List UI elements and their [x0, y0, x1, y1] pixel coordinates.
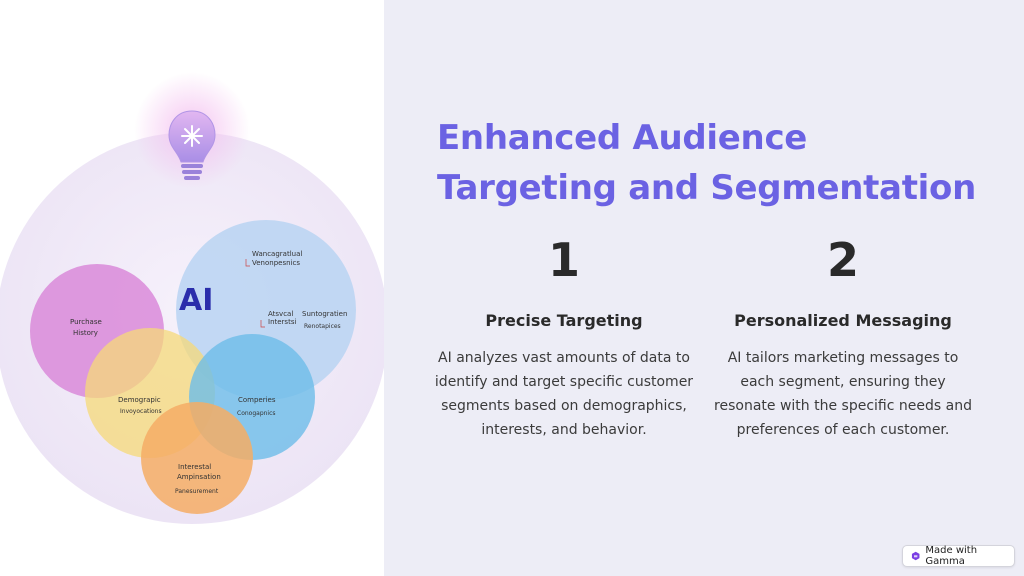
feature-column-2: 2 Personalized Messaging AI tailors mark… — [711, 232, 975, 442]
connector-mark-mid — [260, 320, 265, 328]
connector-mark-top — [245, 259, 250, 267]
label-demographic-2: Invoyocations — [120, 408, 162, 415]
label-companies-2: Conogapnics — [237, 410, 276, 417]
label-interest-3: Panesurement — [175, 488, 219, 495]
content-panel — [384, 0, 1024, 576]
label-companies-1: Comperies — [238, 396, 276, 404]
feature-number: 2 — [826, 233, 859, 287]
lightbulb-icon — [168, 110, 216, 180]
gamma-logo-icon — [911, 551, 920, 561]
venn-illustration: AI Wancagratlual Venonpesnics Atsvcal In… — [0, 72, 384, 524]
illustration-panel: AI Wancagratlual Venonpesnics Atsvcal In… — [0, 0, 384, 576]
made-with-gamma-badge[interactable]: Made with Gamma — [902, 545, 1015, 567]
label-top-2: Venonpesnics — [252, 259, 300, 267]
label-purchase-2: History — [73, 329, 98, 337]
slide-title: Enhanced Audience Targeting and Segmenta… — [437, 118, 976, 208]
label-mid-1: Atsvcal — [268, 310, 293, 318]
feature-description: AI analyzes vast amounts of data to iden… — [434, 350, 694, 438]
feature-column-1: 1 Precise Targeting AI analyzes vast amo… — [432, 232, 696, 442]
label-purchase-1: Purchase — [70, 318, 102, 326]
label-interest-1: Interestal — [178, 463, 211, 471]
feature-description: AI tailors marketing messages to each se… — [714, 350, 972, 438]
label-top-1: Wancagratlual — [252, 250, 302, 258]
ai-label: AI — [179, 283, 213, 318]
label-interest-2: Ampinsation — [177, 473, 221, 481]
interest-circle — [141, 402, 253, 514]
feature-heading: Precise Targeting — [485, 311, 643, 330]
label-mid-4: Renotapices — [304, 323, 341, 330]
label-mid-2: Interstsi — [268, 318, 296, 326]
badge-label: Made with Gamma — [925, 545, 978, 567]
feature-heading: Personalized Messaging — [734, 311, 952, 330]
feature-number: 1 — [547, 233, 580, 287]
label-demographic-1: Demograpic — [118, 396, 161, 404]
label-mid-3: Suntogratien — [302, 310, 347, 318]
